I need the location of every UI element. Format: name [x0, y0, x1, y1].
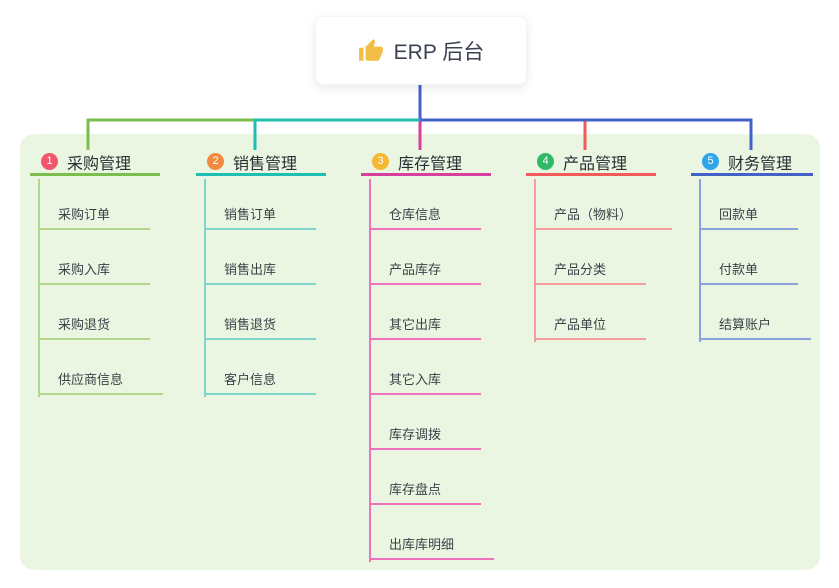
node-item[interactable]: 销售退货	[204, 316, 317, 340]
branch-number-badge: 1	[41, 153, 58, 170]
branch-number-badge: 3	[372, 153, 389, 170]
branch-label: 财务管理	[728, 155, 793, 173]
node-item[interactable]: 供应商信息	[38, 371, 164, 395]
node-item[interactable]: 回款单	[699, 206, 799, 230]
node-item[interactable]: 其它入库	[369, 371, 482, 395]
node-item[interactable]: 其它出库	[369, 316, 482, 340]
branch-child-connector	[699, 179, 701, 342]
node-item[interactable]: 仓库信息	[369, 206, 482, 230]
node-item[interactable]: 结算账户	[699, 316, 812, 340]
node-item[interactable]: 销售订单	[204, 206, 317, 230]
connector-branch-5	[420, 118, 753, 150]
branch-header[interactable]: 5 财务管理	[691, 150, 813, 176]
node-item[interactable]: 采购入库	[38, 261, 151, 285]
mindmap-canvas	[20, 134, 820, 570]
branch-number-badge: 2	[207, 153, 224, 170]
node-item[interactable]: 付款单	[699, 261, 799, 285]
node-item[interactable]: 产品库存	[369, 261, 482, 285]
branch-number-badge: 5	[702, 153, 719, 170]
branch-label: 采购管理	[67, 155, 132, 173]
branch-child-connector	[534, 179, 536, 342]
branch-label: 产品管理	[563, 155, 628, 173]
branch-header[interactable]: 2 销售管理	[196, 150, 326, 176]
connector-branch-2	[253, 118, 420, 150]
branch-header[interactable]: 4 产品管理	[526, 150, 656, 176]
node-item[interactable]: 产品单位	[534, 316, 647, 340]
node-item[interactable]: 销售出库	[204, 261, 317, 285]
branch-child-connector	[38, 179, 40, 397]
root-label: ERP 后台	[393, 40, 485, 64]
node-item[interactable]: 库存盘点	[369, 481, 482, 505]
branch-child-connector	[204, 179, 206, 397]
node-item[interactable]: 库存调拨	[369, 426, 482, 450]
branch-label: 库存管理	[398, 155, 463, 173]
branch-header[interactable]: 3 库存管理	[361, 150, 491, 176]
branch-header[interactable]: 1 采购管理	[30, 150, 160, 176]
branch-number-badge: 4	[537, 153, 554, 170]
branch-child-connector	[369, 179, 371, 562]
node-item[interactable]: 产品（物料）	[534, 206, 673, 230]
node-item[interactable]: 采购退货	[38, 316, 151, 340]
node-item[interactable]: 出库库明细	[369, 536, 495, 560]
node-item[interactable]: 客户信息	[204, 371, 317, 395]
connector-branch-1	[86, 118, 255, 150]
thumbs-up-icon	[358, 38, 383, 61]
branch-label: 销售管理	[233, 155, 298, 173]
root-node[interactable]: ERP 后台	[315, 16, 527, 85]
node-item[interactable]: 产品分类	[534, 261, 647, 285]
node-item[interactable]: 采购订单	[38, 206, 151, 230]
